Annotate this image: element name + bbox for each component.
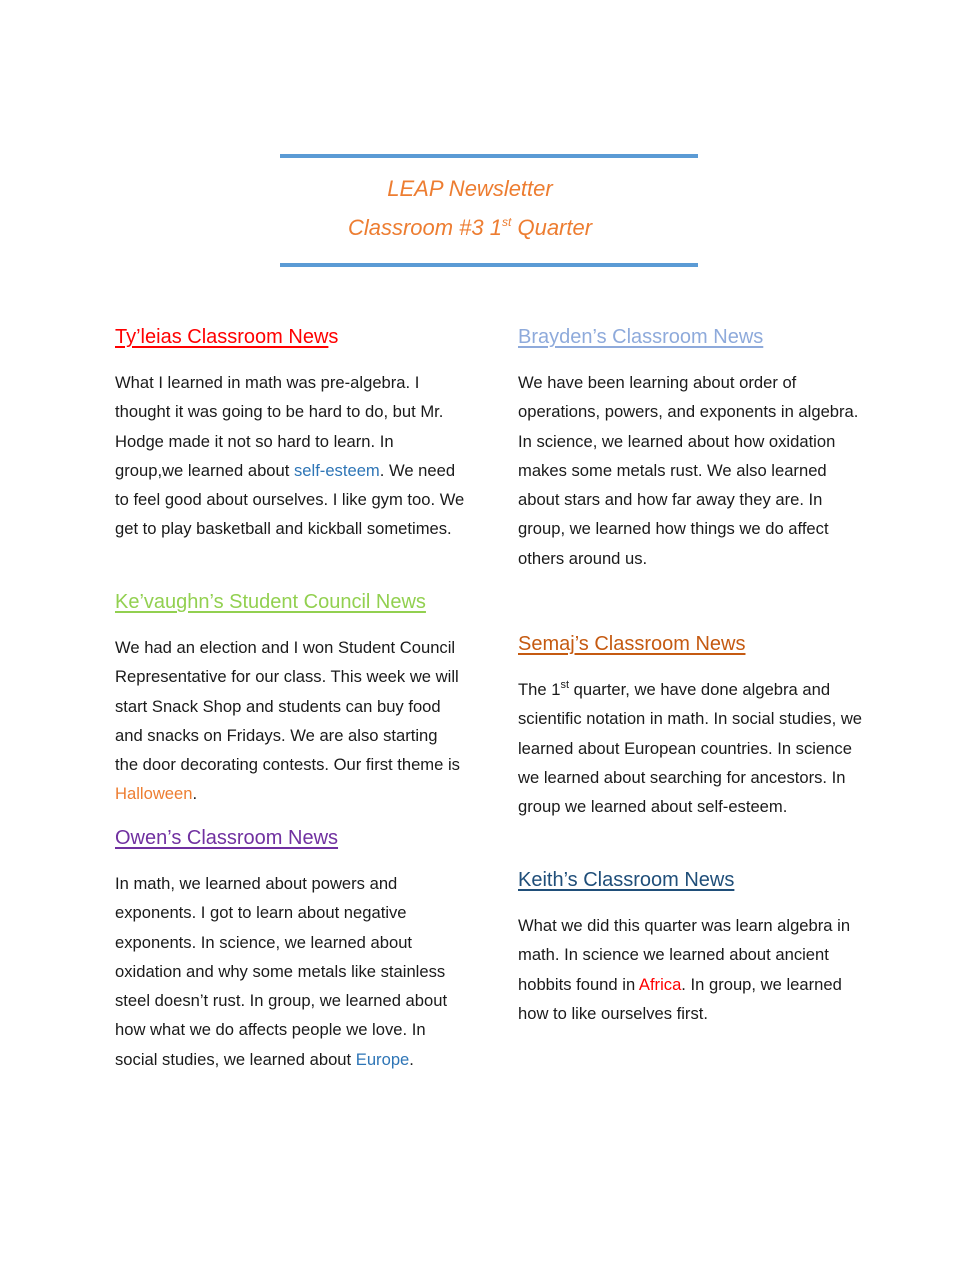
heading-tyleias: Ty’leias Classroom News: [115, 325, 338, 349]
body-owen: In math, we learned about powers and exp…: [115, 869, 465, 1074]
heading-tyleias-tail: s: [328, 326, 339, 348]
body-semaj-text: quarter, we have done algebra and scient…: [518, 680, 863, 817]
body-owen-text: In math, we learned about powers and exp…: [115, 874, 448, 1069]
heading-keith-text: Keith’s Classroom News: [518, 869, 735, 891]
body-owen-text-end: .: [409, 1049, 414, 1069]
heading-brayden-text: Brayden’s Classroom News: [518, 326, 764, 348]
heading-owen-text: Owen’s Classroom News: [115, 827, 339, 849]
heading-owen: Owen’s Classroom News: [115, 826, 338, 850]
body-tyleias-text: What I learned in math was pre-algebra. …: [115, 373, 444, 480]
header-rule-top: [280, 154, 698, 158]
body-semaj: The 1st quarter, we have done algebra an…: [518, 675, 868, 821]
header-rule-bottom: [280, 263, 698, 267]
heading-brayden: Brayden’s Classroom News: [518, 325, 763, 349]
body-tyleias: What I learned in math was pre-algebra. …: [115, 368, 465, 544]
heading-tyleias-underlined: Ty’leias Classroom New: [115, 326, 329, 348]
subtitle-prefix: Classroom #3 1: [347, 215, 503, 240]
body-semaj-prefix: The 1: [518, 680, 561, 699]
heading-kevaughn: Ke’vaughn’s Student Council News: [115, 590, 426, 614]
body-kevaughn-text-end: .: [192, 784, 198, 804]
highlight-halloween: Halloween: [115, 784, 193, 804]
heading-semaj-text: Semaj’s Classroom News: [518, 633, 746, 655]
highlight-europe: Europe: [355, 1049, 410, 1069]
body-tyleias-text-end: . We need to feel good about ourselves. …: [115, 460, 465, 539]
body-keith-text-end: . In group, we learned how to like ourse…: [518, 974, 842, 1023]
body-kevaughn-text: We had an election and I won Student Cou…: [115, 638, 460, 775]
body-semaj-sup: st: [560, 679, 569, 691]
highlight-self-esteem: self-esteem: [293, 460, 380, 480]
subtitle-sup: st: [502, 215, 512, 229]
heading-semaj: Semaj’s Classroom News: [518, 632, 745, 656]
body-kevaughn: We had an election and I won Student Cou…: [115, 633, 465, 809]
heading-keith: Keith’s Classroom News: [518, 868, 734, 892]
newsletter-title: LEAP Newsletter: [387, 176, 553, 201]
body-brayden: We have been learning about order of ope…: [518, 373, 859, 568]
highlight-africa: Africa: [638, 974, 682, 994]
body-keith: What we did this quarter was learn algeb…: [518, 911, 868, 1028]
body-keith-text: What we did this quarter was learn algeb…: [518, 916, 851, 994]
heading-kevaughn-text: Ke’vaughn’s Student Council News: [115, 591, 426, 613]
subtitle-suffix: Quarter: [511, 215, 593, 240]
newsletter-subtitle: Classroom #3 1st Quarter: [240, 215, 700, 241]
